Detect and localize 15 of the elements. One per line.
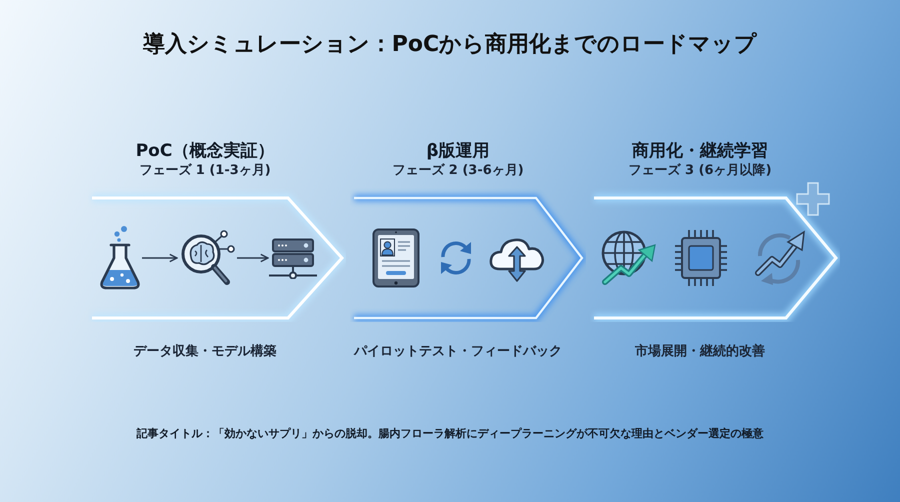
- caption-text: 記事タイトル：「効かないサプリ」からの脱却。腸内フローラ解析にディープラーニングが不可欠な理由とベンダー選定の極意: [136, 426, 764, 442]
- phase-caption: 市場展開・継続的改善: [635, 343, 765, 361]
- arrow: [142, 254, 178, 262]
- phase-duration: フェーズ 3 (6ヶ月以降): [628, 162, 772, 180]
- diagram-title: 導入シミュレーション：PoCから商用化までのロードマップ: [142, 31, 758, 59]
- phase-duration: フェーズ 2 (3-6ヶ月): [392, 162, 524, 180]
- phase-caption: パイロットテスト・フィードバック: [354, 343, 562, 361]
- server-icon: [268, 238, 318, 279]
- flask-icon: [98, 225, 142, 291]
- phase-title: PoC（概念実証）: [136, 140, 274, 162]
- phase-caption: データ収集・モデル構築: [134, 343, 276, 361]
- arrow: [237, 254, 269, 262]
- phase-title: 商用化・継続学習: [632, 140, 768, 162]
- phase-duration: フェーズ 1 (1-3ヶ月): [139, 162, 271, 180]
- phase-title: β版運用: [426, 140, 490, 162]
